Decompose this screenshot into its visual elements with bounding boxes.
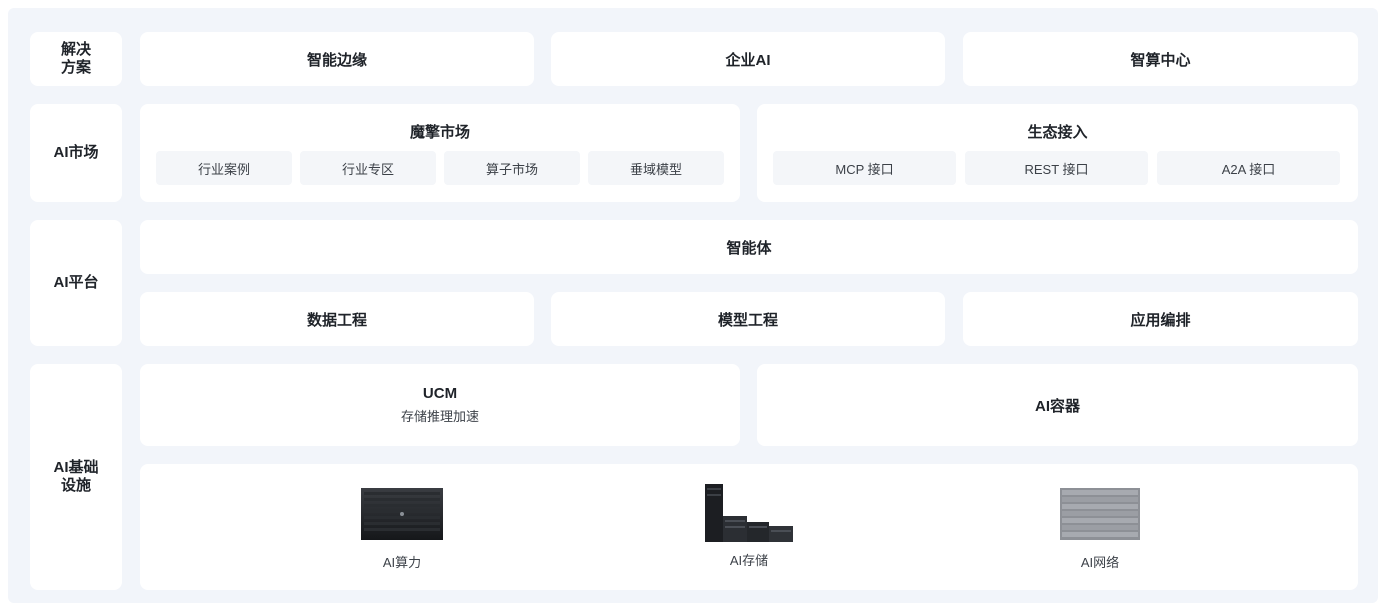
chip-label: 行业专区 (342, 159, 394, 178)
network-switch-icon (1060, 486, 1140, 542)
hardware-storage[interactable]: AI存储 (649, 482, 849, 569)
chip-rest-interface[interactable]: REST 接口 (965, 151, 1148, 185)
rack-server-icon (361, 486, 443, 542)
chip-industry-zone[interactable]: 行业专区 (300, 151, 436, 185)
chip-industry-cases[interactable]: 行业案例 (156, 151, 292, 185)
platform-model-engineering[interactable]: 模型工程 (551, 292, 945, 346)
row-label-solutions: 解决方案 (30, 32, 122, 86)
platform-agent-card[interactable]: 智能体 (140, 220, 1358, 274)
row-label-infra: AI基础设施 (30, 364, 122, 590)
row-label-platform-text: AI平台 (53, 274, 98, 292)
infra-ucm-card[interactable]: UCM 存储推理加速 (140, 364, 740, 446)
hardware-network[interactable]: AI网络 (1000, 486, 1200, 571)
solution-label: 智算中心 (1130, 49, 1190, 70)
infra-hardware-card: AI算力 AI存储 (140, 464, 1358, 590)
platform-item-label: 模型工程 (718, 309, 778, 330)
platform-app-orchestration[interactable]: 应用编排 (963, 292, 1358, 346)
chip-vertical-models[interactable]: 垂域模型 (588, 151, 724, 185)
platform-data-engineering[interactable]: 数据工程 (140, 292, 534, 346)
hardware-label: AI算力 (383, 552, 421, 571)
group-title: 生态接入 (757, 121, 1358, 142)
platform-item-label: 应用编排 (1130, 309, 1190, 330)
row-label-market: AI市场 (30, 104, 122, 202)
solution-card-smart-edge[interactable]: 智能边缘 (140, 32, 534, 86)
container-label: AI容器 (1035, 395, 1080, 416)
chip-operator-market[interactable]: 算子市场 (444, 151, 580, 185)
chip-a2a-interface[interactable]: A2A 接口 (1157, 151, 1340, 185)
chip-label: REST 接口 (1024, 159, 1088, 178)
chip-label: 行业案例 (198, 159, 250, 178)
architecture-diagram: 解决方案 智能边缘 企业AI 智算中心 AI市场 魔擎市场 行业案例 行业专区 … (8, 8, 1378, 603)
solution-label: 企业AI (725, 49, 770, 70)
hardware-label: AI网络 (1081, 552, 1119, 571)
hardware-label: AI存储 (730, 550, 768, 569)
storage-tower-icon (699, 482, 799, 544)
market-group-ecosystem: 生态接入 MCP 接口 REST 接口 A2A 接口 (757, 104, 1358, 202)
ucm-title: UCM (423, 385, 457, 402)
row-label-platform: AI平台 (30, 220, 122, 346)
infra-container-card[interactable]: AI容器 (757, 364, 1358, 446)
row-label-infra-text: AI基础设施 (52, 459, 100, 495)
platform-item-label: 数据工程 (307, 309, 367, 330)
solution-label: 智能边缘 (307, 49, 367, 70)
platform-agent-label: 智能体 (726, 237, 771, 258)
market-group-moqing: 魔擎市场 行业案例 行业专区 算子市场 垂域模型 (140, 104, 740, 202)
solution-card-enterprise-ai[interactable]: 企业AI (551, 32, 945, 86)
group-title: 魔擎市场 (140, 121, 740, 142)
chip-label: 垂域模型 (630, 159, 682, 178)
row-label-solutions-text: 解决方案 (59, 41, 93, 77)
solution-card-computing-center[interactable]: 智算中心 (963, 32, 1358, 86)
hardware-compute[interactable]: AI算力 (302, 486, 502, 571)
chip-mcp-interface[interactable]: MCP 接口 (773, 151, 956, 185)
chip-label: 算子市场 (486, 159, 538, 178)
chip-label: MCP 接口 (835, 159, 893, 178)
row-label-market-text: AI市场 (53, 144, 98, 162)
ucm-subtitle: 存储推理加速 (401, 406, 479, 425)
chip-label: A2A 接口 (1222, 159, 1275, 178)
